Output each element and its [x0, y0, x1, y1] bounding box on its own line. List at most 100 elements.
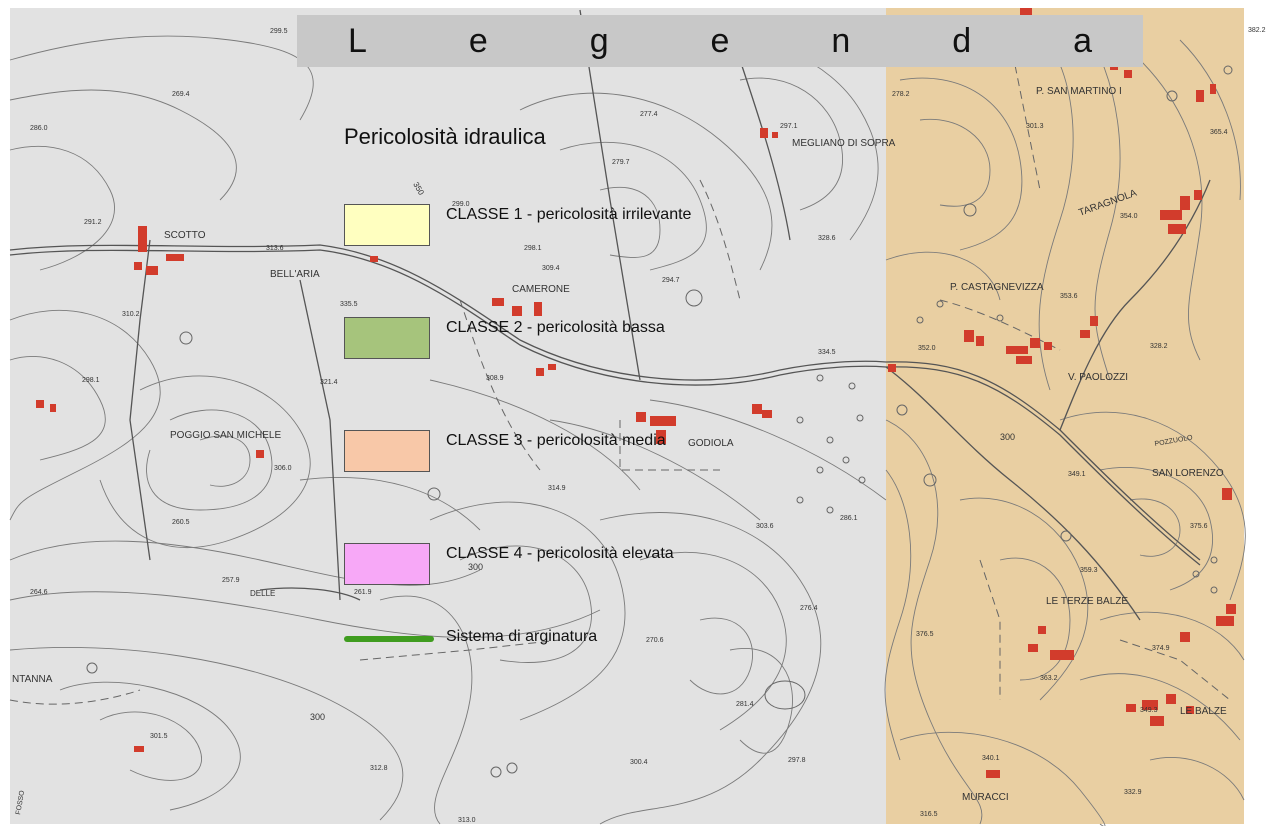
roads [9, 9, 1211, 621]
svg-text:MURACCI: MURACCI [962, 792, 1009, 803]
svg-text:276.4: 276.4 [800, 605, 818, 612]
svg-text:294.7: 294.7 [662, 277, 680, 284]
svg-text:278.2: 278.2 [892, 91, 910, 98]
svg-text:279.7: 279.7 [612, 159, 630, 166]
legend-label: CLASSE 3 - pericolosità media [446, 432, 666, 449]
svg-text:NTANNA: NTANNA [12, 674, 53, 685]
svg-text:257.9: 257.9 [222, 577, 240, 584]
legend-title-letter: a [1073, 21, 1093, 60]
svg-text:269.4: 269.4 [172, 91, 190, 98]
svg-text:308.9: 308.9 [486, 375, 504, 382]
svg-text:P. SAN MARTINO I: P. SAN MARTINO I [1036, 86, 1122, 97]
svg-text:MEGLIANO DI SOPRA: MEGLIANO DI SOPRA [792, 138, 896, 149]
svg-text:DELLE: DELLE [250, 589, 275, 598]
svg-text:321.4: 321.4 [320, 379, 338, 386]
svg-text:309.4: 309.4 [542, 265, 560, 272]
svg-text:CAMERONE: CAMERONE [512, 284, 570, 295]
svg-text:349.3: 349.3 [1140, 707, 1158, 714]
svg-text:FOSSO: FOSSO [15, 789, 26, 815]
legend-swatch [344, 430, 430, 472]
svg-text:334.5: 334.5 [818, 349, 836, 356]
svg-text:352.0: 352.0 [918, 345, 936, 352]
legend-title-letter: e [468, 21, 488, 60]
svg-text:299.5: 299.5 [270, 28, 288, 35]
svg-text:261.9: 261.9 [354, 589, 372, 596]
legend-title-letter: e [710, 21, 730, 60]
svg-text:314.9: 314.9 [548, 485, 566, 492]
svg-text:277.4: 277.4 [640, 111, 658, 118]
svg-text:374.9: 374.9 [1152, 645, 1170, 652]
svg-text:312.8: 312.8 [370, 765, 388, 772]
svg-text:264.6: 264.6 [30, 589, 48, 596]
elevation-labels: 269.4 286.0 291.2 310.2 313.6 299.0 298.… [30, 27, 1266, 824]
svg-text:POGGIO SAN MICHELE: POGGIO SAN MICHELE [170, 430, 281, 441]
legend-item-classe-1: CLASSE 1 - pericolosità irrilevante [344, 204, 691, 246]
svg-text:301.5: 301.5 [150, 733, 168, 740]
svg-text:376.5: 376.5 [916, 631, 934, 638]
svg-text:332.9: 332.9 [1124, 789, 1142, 796]
legend-line-swatch [344, 636, 434, 642]
legend-swatch [344, 317, 430, 359]
legend-swatch [344, 204, 430, 246]
svg-text:316.5: 316.5 [920, 811, 938, 818]
buildings [36, 8, 1236, 778]
map-symbols [86, 65, 1233, 778]
svg-text:286.0: 286.0 [30, 125, 48, 132]
legend-title-letter: g [589, 21, 609, 60]
svg-text:297.8: 297.8 [788, 757, 806, 764]
legend-title-letter: n [831, 21, 851, 60]
svg-text:363.2: 363.2 [1040, 675, 1058, 682]
svg-text:V. PAOLOZZI: V. PAOLOZZI [1068, 372, 1128, 383]
svg-text:300: 300 [310, 712, 325, 722]
legend-swatch [344, 543, 430, 585]
svg-text:299.0: 299.0 [452, 201, 470, 208]
svg-text:382.2: 382.2 [1248, 27, 1266, 34]
legend-item-classe-2: CLASSE 2 - pericolosità bassa [344, 317, 665, 359]
svg-text:354.0: 354.0 [1120, 213, 1138, 220]
svg-text:328.2: 328.2 [1150, 343, 1168, 350]
legend-label: CLASSE 2 - pericolosità bassa [446, 319, 665, 336]
svg-text:300: 300 [468, 562, 483, 572]
svg-text:LE TERZE BALZE: LE TERZE BALZE [1046, 596, 1128, 607]
legend-item-classe-3: CLASSE 3 - pericolosità media [344, 430, 666, 472]
svg-text:298.1: 298.1 [82, 377, 100, 384]
legend-item-classe-4: CLASSE 4 - pericolosità elevata [344, 543, 674, 585]
svg-text:P. CASTAGNEVIZZA: P. CASTAGNEVIZZA [950, 282, 1044, 293]
svg-text:286.1: 286.1 [840, 515, 858, 522]
svg-text:281.4: 281.4 [736, 701, 754, 708]
legend-title-bar: L e g e n d a [297, 15, 1143, 67]
svg-text:SAN LORENZO: SAN LORENZO [1152, 468, 1224, 479]
svg-text:365.4: 365.4 [1210, 129, 1228, 136]
svg-text:301.3: 301.3 [1026, 123, 1044, 130]
svg-text:298.1: 298.1 [524, 245, 542, 252]
svg-text:359.3: 359.3 [1080, 567, 1098, 574]
legend-label: CLASSE 1 - pericolosità irrilevante [446, 206, 692, 223]
svg-text:GODIOLA: GODIOLA [688, 438, 734, 449]
legend-label: Sistema di arginatura [446, 628, 598, 645]
svg-text:353.6: 353.6 [1060, 293, 1078, 300]
svg-text:340.1: 340.1 [982, 755, 1000, 762]
svg-text:303.6: 303.6 [756, 523, 774, 530]
svg-text:300: 300 [1000, 432, 1015, 442]
svg-text:375.6: 375.6 [1190, 523, 1208, 530]
svg-text:270.6: 270.6 [646, 637, 664, 644]
svg-text:306.0: 306.0 [274, 465, 292, 472]
svg-text:310.2: 310.2 [122, 311, 140, 318]
legend-heading: Pericolosità idraulica [344, 124, 546, 149]
svg-text:297.1: 297.1 [780, 123, 798, 130]
legend-title-letter: d [952, 21, 972, 60]
svg-text:260.5: 260.5 [172, 519, 190, 526]
svg-text:349.1: 349.1 [1068, 471, 1086, 478]
svg-text:SCOTTO: SCOTTO [164, 230, 206, 241]
svg-text:300.4: 300.4 [630, 759, 648, 766]
svg-text:335.5: 335.5 [340, 301, 358, 308]
svg-text:313.0: 313.0 [458, 817, 476, 824]
svg-text:313.6: 313.6 [266, 245, 284, 252]
legend-item-arginatura: Sistema di arginatura [344, 628, 598, 646]
svg-text:291.2: 291.2 [84, 219, 102, 226]
legend-label: CLASSE 4 - pericolosità elevata [446, 545, 674, 562]
legend-title-letter: L [347, 21, 367, 60]
svg-text:BELL'ARIA: BELL'ARIA [270, 269, 320, 280]
svg-text:328.6: 328.6 [818, 235, 836, 242]
